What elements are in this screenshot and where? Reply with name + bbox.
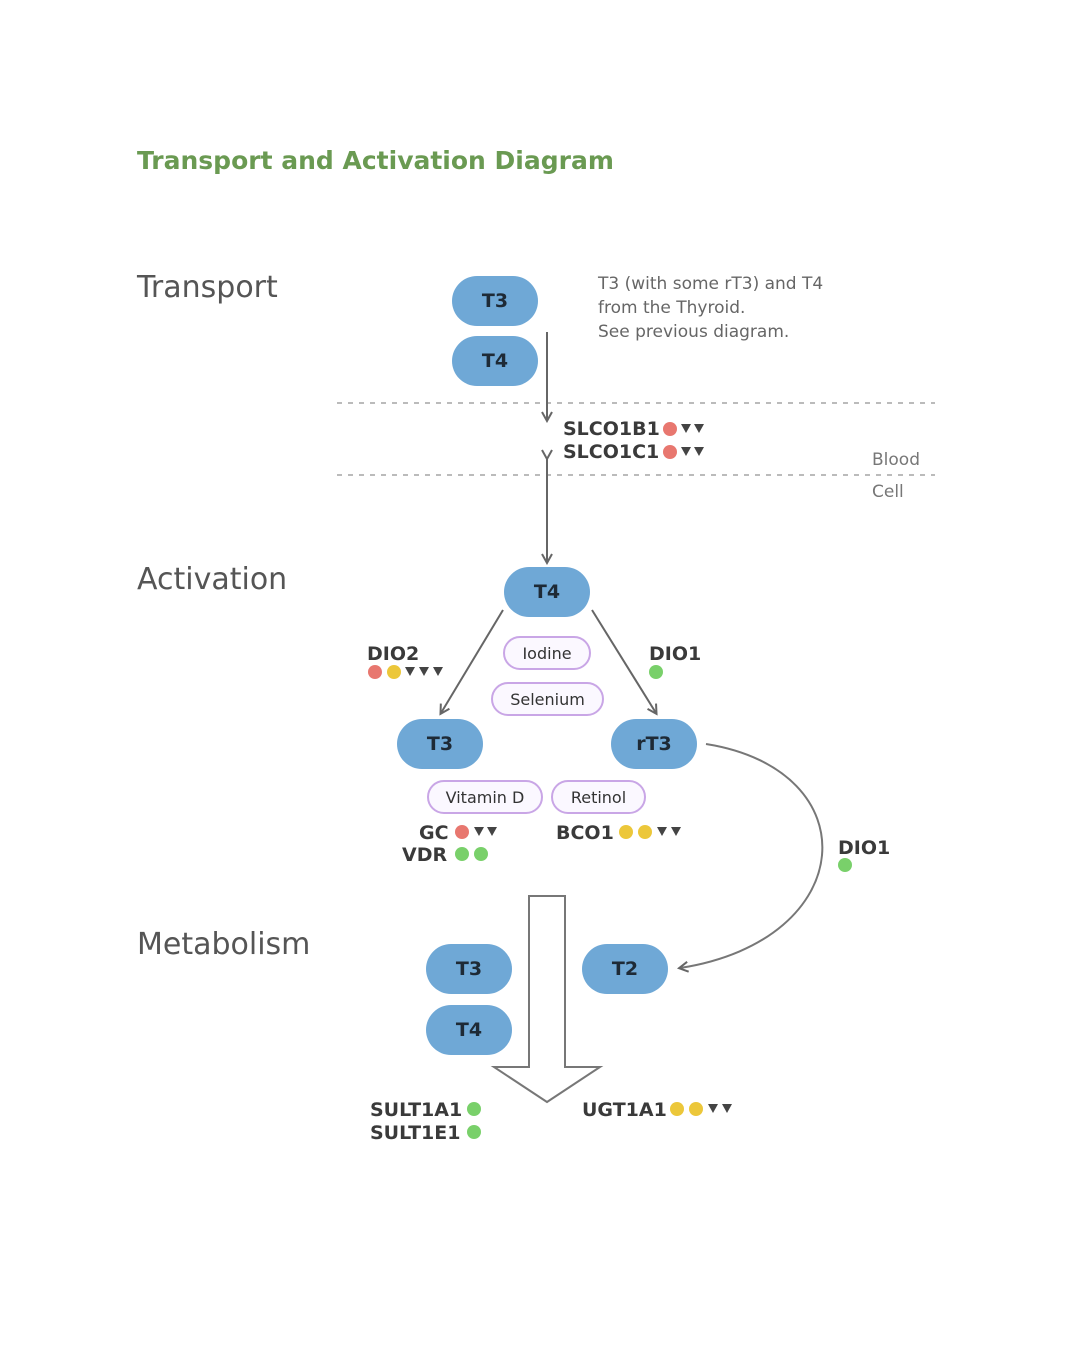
down-triangle-icon: [433, 667, 443, 676]
cofactor-iodine: Iodine: [503, 636, 591, 670]
status-dot-red: [663, 422, 677, 436]
status-dot-red: [455, 825, 469, 839]
hormone-t4-transport: T4: [452, 336, 538, 386]
hormone-t3-activation: T3: [397, 719, 483, 769]
cofactor-vitamin-d: Vitamin D: [427, 780, 543, 814]
status-dot-green: [474, 847, 488, 861]
thyroid-note: T3 (with some rT3) and T4 from the Thyro…: [598, 272, 823, 344]
section-metabolism: Metabolism: [137, 927, 311, 962]
down-triangle-icon: [681, 424, 691, 433]
cofactor-retinol: Retinol: [551, 780, 646, 814]
hormone-t3-transport: T3: [452, 276, 538, 326]
cofactor-selenium: Selenium: [491, 682, 604, 716]
status-dot-yellow: [638, 825, 652, 839]
status-dot-yellow: [387, 665, 401, 679]
down-triangle-icon: [694, 447, 704, 456]
down-triangle-icon: [657, 827, 667, 836]
gene-dio1-metabolism: DIO1: [838, 837, 891, 859]
down-triangle-icon: [708, 1104, 718, 1113]
down-triangle-icon: [419, 667, 429, 676]
gene-ugt1a1: UGT1A1: [582, 1099, 667, 1121]
gene-sult1e1: SULT1E1: [370, 1122, 461, 1144]
status-dot-green: [838, 858, 852, 872]
hormone-t3-metabolism: T3: [426, 944, 512, 994]
t4-to-rt3-arrow: [591, 609, 656, 713]
gene-dio1-activation: DIO1: [649, 643, 702, 665]
hormone-t4-activation: T4: [504, 567, 590, 617]
note-line-1: T3 (with some rT3) and T4: [598, 274, 824, 294]
down-triangle-icon: [474, 827, 484, 836]
down-triangle-icon: [694, 424, 704, 433]
status-dot-yellow: [689, 1102, 703, 1116]
status-dot-green: [467, 1102, 481, 1116]
note-line-3: See previous diagram.: [598, 322, 790, 342]
note-line-2: from the Thyroid.: [598, 298, 746, 318]
down-triangle-icon: [671, 827, 681, 836]
gene-vdr: VDR: [402, 844, 448, 866]
gene-slco1c1: SLCO1C1: [563, 441, 660, 463]
status-dot-green: [649, 665, 663, 679]
gene-bco1: BCO1: [556, 822, 614, 844]
metabolism-block-arrow: [490, 895, 604, 1104]
rt3-to-t2-arrow: [680, 743, 824, 968]
down-triangle-icon: [681, 447, 691, 456]
gene-sult1a1: SULT1A1: [370, 1099, 463, 1121]
status-dot-yellow: [670, 1102, 684, 1116]
status-dot-red: [368, 665, 382, 679]
section-transport: Transport: [137, 270, 278, 305]
diagram-title: Transport and Activation Diagram: [137, 146, 614, 175]
down-triangle-icon: [405, 667, 415, 676]
status-dot-red: [663, 445, 677, 459]
zone-blood-label: Blood: [872, 450, 920, 470]
hormone-t4-metabolism: T4: [426, 1005, 512, 1055]
status-dot-green: [455, 847, 469, 861]
hormone-t2: T2: [582, 944, 668, 994]
down-triangle-icon: [722, 1104, 732, 1113]
status-dot-yellow: [619, 825, 633, 839]
gene-dio2: DIO2: [367, 643, 420, 665]
zone-cell-label: Cell: [872, 482, 904, 502]
down-triangle-icon: [487, 827, 497, 836]
t4-to-t3-arrow: [441, 609, 504, 713]
hormone-rt3: rT3: [611, 719, 697, 769]
gene-gc: GC: [419, 822, 449, 844]
status-dot-green: [467, 1125, 481, 1139]
gene-slco1b1: SLCO1B1: [563, 418, 660, 440]
section-activation: Activation: [137, 562, 288, 597]
